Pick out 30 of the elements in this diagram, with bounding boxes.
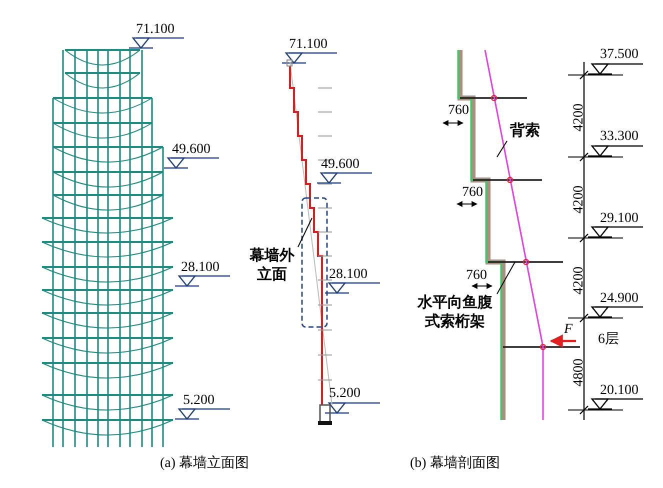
floor-label: 6层 [598, 332, 619, 347]
elevation-value: 49.600 [321, 157, 360, 172]
callout-text: 背索 [507, 122, 543, 141]
elevation-value: 37.500 [600, 47, 638, 62]
elevation-value: 71.100 [136, 22, 174, 37]
elevation-value: 24.900 [600, 291, 638, 306]
figure-caption: (a) 幕墙立面图 [160, 456, 250, 471]
elevation-value: 71.100 [289, 37, 328, 52]
elevation-value: 20.100 [600, 383, 638, 398]
force-label: F [564, 322, 573, 337]
elevation-value: 28.100 [329, 267, 368, 282]
elevation-value: 33.300 [600, 129, 638, 144]
callout-text: 水平向鱼腹式索桁架 [413, 294, 497, 332]
leader-line [496, 262, 516, 294]
dimension-value: 4200 [572, 104, 586, 132]
leader-line [298, 218, 312, 248]
figure-caption: (b) 幕墙剖面图 [410, 456, 500, 471]
leader-line [496, 140, 508, 158]
dimension-value: 4200 [572, 186, 586, 214]
elevation-value: 29.100 [600, 211, 638, 226]
elevation-value: 5.200 [183, 393, 214, 408]
elevation-value: 5.200 [329, 386, 360, 401]
dimension-value: 4200 [572, 266, 586, 294]
callout-text: 幕墙外立面 [246, 247, 298, 285]
elevation-value: 49.600 [172, 142, 210, 157]
elevation-value: 28.100 [181, 260, 220, 275]
dimension-value: 760 [462, 185, 483, 200]
dimension-value: 760 [466, 268, 487, 283]
dimension-value: 4800 [572, 358, 586, 386]
dimension-value: 760 [448, 103, 469, 118]
